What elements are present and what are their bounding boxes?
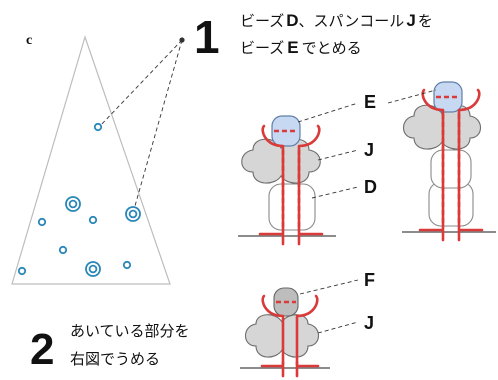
pointer-line-1	[99, 39, 183, 127]
thread-tail	[258, 228, 324, 246]
leader-d-left	[311, 186, 359, 199]
thread-tail	[260, 360, 320, 378]
placement-ring	[17, 266, 27, 276]
reference-point	[179, 37, 185, 43]
leader-e-right	[387, 89, 437, 104]
callout-e-left: E	[364, 92, 376, 112]
step1-text: ビーズ	[240, 12, 284, 30]
sequin-j-letter: J	[406, 11, 415, 30]
step1-number: 1	[194, 11, 220, 63]
leader-j-left	[317, 149, 359, 161]
pointer-line-2	[132, 39, 183, 214]
callout-j-left: J	[364, 140, 374, 160]
step2-instruction: 2 あいている部分を 右図でうめる	[30, 322, 190, 374]
placement-ring-double-inner	[128, 209, 138, 219]
thread-through-bead	[441, 114, 461, 226]
triangle-outline	[11, 35, 171, 285]
stack-right	[402, 81, 496, 242]
panel-label: c	[26, 33, 32, 48]
bead-d	[428, 181, 474, 227]
placement-ring	[93, 122, 103, 132]
placement-ring	[88, 215, 98, 225]
placement-ring-double-inner	[88, 264, 98, 274]
thread-loop	[421, 88, 481, 228]
leader-j-bottom	[317, 321, 359, 334]
step2-line2: 右図でうめる	[70, 350, 160, 368]
step1-text: 、スパンコール	[299, 12, 405, 30]
callout-d-left: D	[364, 177, 377, 197]
step2-line1: あいている部分を	[70, 322, 190, 340]
thread-loop	[261, 294, 319, 366]
callout-f: F	[364, 270, 375, 290]
bead-d	[268, 183, 316, 231]
placement-ring	[122, 260, 132, 270]
bead-d-letter: D	[286, 11, 298, 30]
callout-j-bottom: J	[364, 313, 374, 333]
bead-d-upper	[430, 149, 472, 189]
stack-bottom	[240, 287, 330, 378]
leader-f	[299, 279, 359, 295]
step1-text: でとめる	[302, 39, 362, 57]
step2-number: 2	[30, 325, 54, 374]
thread-through-bead	[281, 150, 301, 230]
step1-text: ビーズ	[240, 39, 284, 57]
leader-e-left	[297, 102, 359, 123]
placement-ring	[37, 217, 47, 227]
thread-loop	[261, 124, 321, 232]
thread-tail	[418, 224, 484, 242]
stack-left	[238, 115, 336, 246]
placement-ring	[58, 245, 68, 255]
placement-ring-double-inner	[68, 199, 78, 209]
bead-e-letter: E	[287, 38, 298, 57]
placement-panel: c	[11, 33, 185, 285]
step1-text: を	[418, 12, 433, 30]
sequin-j	[241, 138, 321, 184]
